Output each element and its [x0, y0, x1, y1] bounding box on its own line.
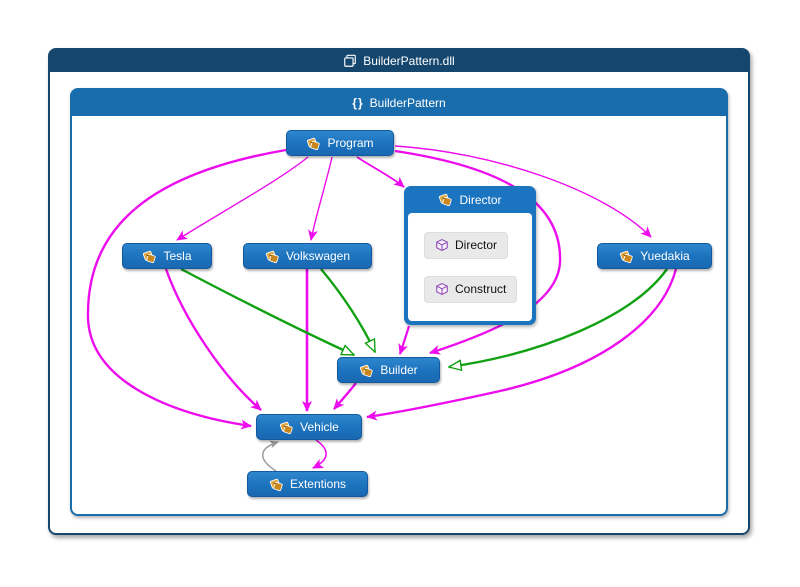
edge-program-volkswagen[interactable] [308, 156, 333, 241]
class-icon [306, 136, 321, 151]
class-icon [359, 363, 374, 378]
edge-tesla-builder[interactable] [180, 267, 354, 357]
member-construct[interactable]: Construct [424, 275, 518, 303]
node-group-director[interactable]: Director Director Construct [404, 186, 536, 325]
edge-program-director[interactable] [356, 156, 405, 188]
edge-program-yuedakia[interactable] [394, 145, 652, 238]
group-label: Director [459, 192, 502, 207]
node-tesla[interactable]: Tesla [122, 243, 212, 269]
class-icon [619, 249, 634, 264]
edge-program-vehicle[interactable] [86, 148, 287, 430]
edge-yuedakia-builder[interactable] [449, 268, 668, 367]
namespace-header[interactable]: {} BuilderPattern [72, 90, 726, 116]
member-label: Construct [455, 282, 507, 296]
node-label: Builder [380, 363, 418, 377]
edge-volkswagen-builder[interactable] [320, 268, 377, 352]
assembly-header[interactable]: BuilderPattern.dll [50, 50, 748, 72]
node-vehicle[interactable]: Vehicle [256, 414, 362, 440]
node-yuedakia[interactable]: Yuedakia [597, 243, 712, 269]
edge-yuedakia-vehicle[interactable] [366, 268, 678, 421]
method-icon [435, 282, 449, 296]
class-icon [438, 192, 453, 207]
node-label: Volkswagen [285, 249, 351, 263]
node-label: Yuedakia [640, 249, 690, 263]
edge-program-tesla[interactable] [176, 156, 309, 241]
group-director-body: Director Construct [408, 213, 532, 321]
curly-braces-icon: {} [352, 96, 364, 110]
namespace-container[interactable]: {} BuilderPattern [70, 88, 728, 516]
node-volkswagen[interactable]: Volkswagen [243, 243, 372, 269]
edge-director-builder[interactable] [398, 325, 411, 355]
assembly-title: BuilderPattern.dll [363, 54, 455, 68]
member-director[interactable]: Director [424, 231, 509, 259]
edge-tesla-vehicle[interactable] [164, 268, 262, 411]
class-icon [265, 249, 280, 264]
edge-vehicle-extentions[interactable] [312, 439, 327, 469]
class-icon [279, 420, 294, 435]
member-label: Director [455, 238, 498, 252]
node-label: Extentions [289, 477, 347, 491]
node-extentions[interactable]: Extentions [247, 471, 368, 497]
group-director-header[interactable]: Director [404, 186, 536, 213]
edge-builder-vehicle[interactable] [333, 382, 357, 410]
node-builder[interactable]: Builder [337, 357, 440, 383]
node-label: Program [327, 136, 374, 150]
class-icon [269, 477, 284, 492]
edge-extentions-vehicle[interactable] [262, 440, 279, 472]
node-label: Vehicle [300, 420, 339, 434]
node-program[interactable]: Program [286, 130, 394, 156]
namespace-title: BuilderPattern [369, 96, 446, 110]
method-icon [435, 238, 449, 252]
node-label: Tesla [163, 249, 192, 263]
class-icon [142, 249, 157, 264]
edge-program-builder[interactable] [394, 149, 562, 355]
